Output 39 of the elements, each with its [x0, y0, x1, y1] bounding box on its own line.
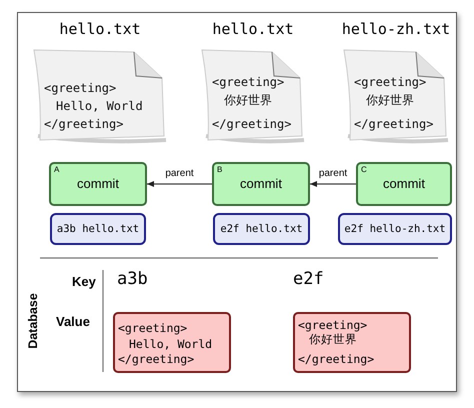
blob-text: Hello, World	[129, 337, 212, 351]
file-name: hello.txt	[211, 20, 295, 38]
file-name: hello.txt	[58, 20, 142, 38]
arrow	[147, 181, 212, 187]
arrow	[310, 181, 356, 187]
row-label: Value	[56, 314, 90, 330]
commit-letter: C	[361, 165, 367, 174]
commit-letter: B	[217, 165, 222, 174]
document-text: 你好世界	[224, 92, 272, 108]
row-label: Key	[72, 274, 96, 290]
hash-key: e2f	[293, 271, 324, 287]
commit-label: commit	[382, 176, 426, 192]
document-text: 你好世界	[366, 92, 414, 108]
commit-box	[212, 162, 310, 206]
commit-letter: A	[54, 165, 60, 174]
tree-box: e2f hello.txt	[213, 213, 310, 245]
blob-text: <greeting>	[118, 321, 188, 335]
blob-text: <greeting>	[298, 318, 368, 332]
commit-box	[356, 162, 452, 206]
commit-box	[49, 162, 147, 206]
commit-label: commit	[76, 176, 120, 192]
blob-text: 你好世界	[309, 332, 357, 346]
document-text: </greeting>	[212, 116, 292, 132]
blob-box	[293, 312, 411, 373]
tree-box: a3b hello.txt	[50, 213, 146, 245]
document-text: Hello, World	[56, 98, 143, 114]
document-text: </greeting>	[44, 116, 124, 132]
document-text: <greeting>	[44, 80, 116, 96]
blob-text: </greeting>	[298, 352, 374, 366]
file-name: hello-zh.txt	[340, 20, 452, 38]
document-text: </greeting>	[354, 116, 434, 132]
section-label: Database	[25, 292, 41, 351]
document-text: <greeting>	[354, 74, 426, 90]
tree-box: e2f hello-zh.txt	[338, 213, 452, 245]
hash-key: a3b	[117, 271, 148, 287]
blob-text: </greeting>	[118, 352, 194, 366]
blob-box	[113, 312, 231, 373]
commit-label: commit	[239, 176, 283, 192]
document-text: <greeting>	[212, 74, 284, 90]
